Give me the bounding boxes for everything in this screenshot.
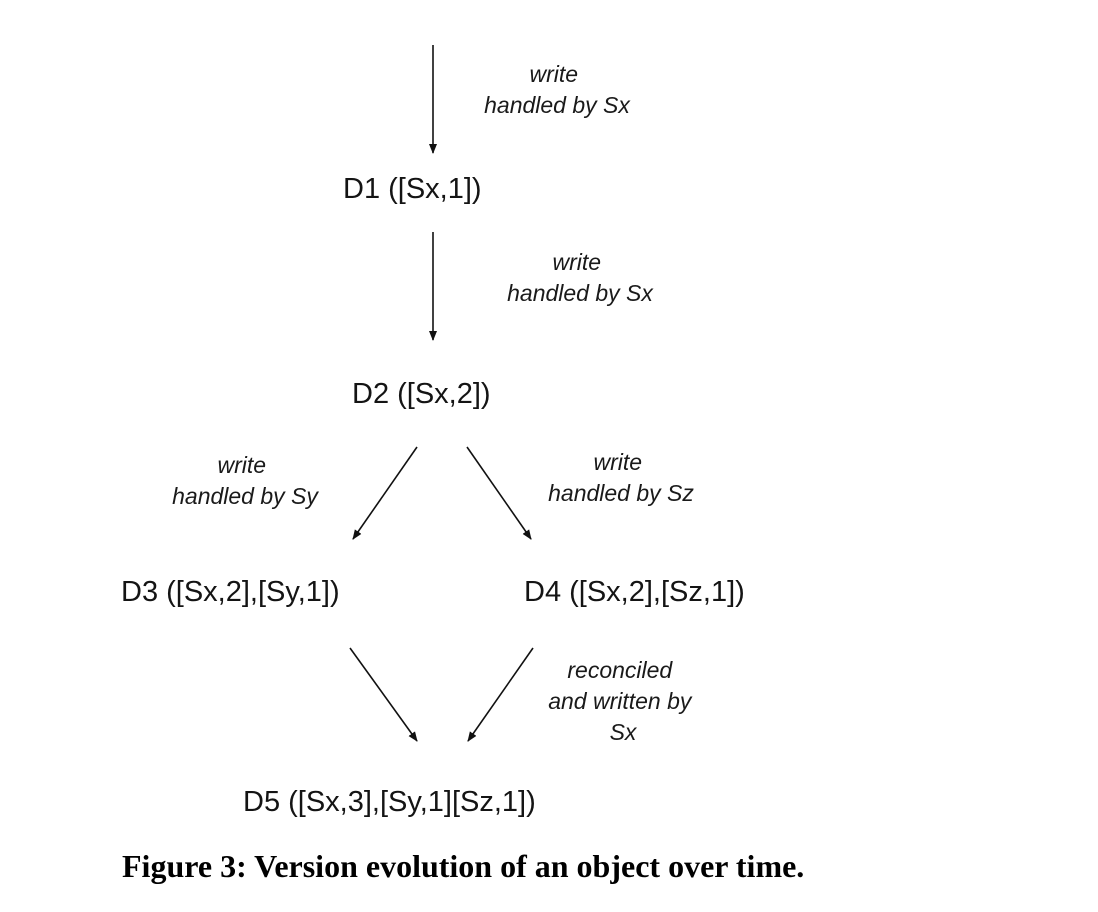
arrow-d2-to-d4 xyxy=(466,446,532,540)
edge-label-line: write xyxy=(594,449,643,475)
edge-label-line: and written by xyxy=(548,688,693,714)
node-d5: D5 ([Sx,3],[Sy,1][Sz,1]) xyxy=(243,786,536,818)
edge-label-line: handled by Sy xyxy=(172,483,319,509)
node-d2: D2 ([Sx,2]) xyxy=(352,378,491,410)
edge-label-d2-to-d3: write handled by Sy xyxy=(172,452,319,509)
arrow-d4-to-d5 xyxy=(467,647,534,742)
edge-label-d1-to-d2: write handled by Sx xyxy=(507,249,654,306)
edge-label-into-d1: write handled by Sx xyxy=(484,61,631,118)
edge-label-line: write xyxy=(553,249,602,275)
arrow-d2-to-d3 xyxy=(352,446,418,540)
node-d3: D3 ([Sx,2],[Sy,1]) xyxy=(121,576,340,608)
arrow-d3-to-d5 xyxy=(349,647,418,742)
edge-label-line: reconciled xyxy=(567,657,673,683)
edge-label-line: handled by Sx xyxy=(507,280,654,306)
edge-label-line: write xyxy=(218,452,267,478)
edge-label-d2-to-d4: write handled by Sz xyxy=(548,449,694,506)
edge-label-line: handled by Sz xyxy=(548,480,694,506)
edge-label-d4-to-d5: reconciled and written by Sx xyxy=(548,657,698,745)
node-d1: D1 ([Sx,1]) xyxy=(343,173,482,205)
edge-label-line: write xyxy=(530,61,579,87)
edge-label-line: Sx xyxy=(610,719,638,745)
node-d4: D4 ([Sx,2],[Sz,1]) xyxy=(524,576,745,608)
figure-caption: Figure 3: Version evolution of an object… xyxy=(122,848,805,884)
edge-label-line: handled by Sx xyxy=(484,92,631,118)
